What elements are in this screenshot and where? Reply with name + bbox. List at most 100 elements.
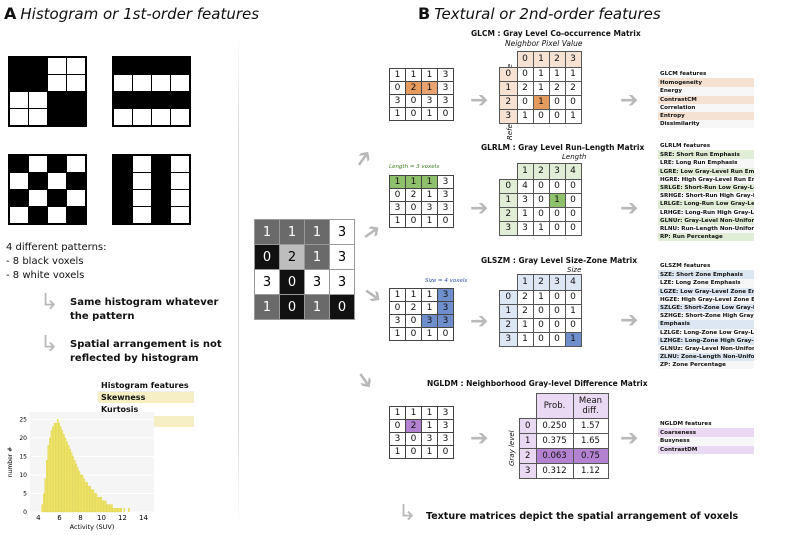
center-image-cell: 3 <box>329 269 355 295</box>
image-cell: 1 <box>389 68 406 82</box>
matrix-row-header: 3 <box>499 220 518 236</box>
feature-item: ContrastDM <box>658 445 754 454</box>
matrix-header: Prob. <box>535 393 574 419</box>
histogram-bar <box>109 504 112 513</box>
pattern-1 <box>8 56 87 127</box>
matrix-cell: 2 <box>516 289 534 305</box>
histogram-bar <box>128 508 130 513</box>
feature-item: GLNUr: Gray-Level Non-Uniformity for run <box>658 216 754 225</box>
matrix-cell: 1 <box>564 108 582 124</box>
histogram-bar <box>66 441 68 513</box>
glszm-title: GLSZM : Gray Level Size-Zone Matrix <box>481 256 638 265</box>
feature-list-header: GLSZM features <box>658 262 754 272</box>
histogram-bar <box>58 422 61 513</box>
glszm-size-label: Size <box>567 266 582 274</box>
histogram-bar <box>87 485 90 513</box>
histogram-bar <box>49 437 51 513</box>
x-tick-label: 4 <box>36 514 41 522</box>
arrow-icon: ↳ <box>40 332 59 357</box>
matrix-row-header: 3 <box>499 331 518 347</box>
histogram-bar <box>114 508 116 513</box>
matrix-row-header: 2 <box>499 94 518 110</box>
pattern-2 <box>112 56 191 127</box>
matrix-cell: 0 <box>532 108 550 124</box>
image-cell: 0 <box>437 445 454 459</box>
image-cell: 1 <box>389 214 406 228</box>
center-image-cell: 1 <box>254 219 280 245</box>
histogram-bar <box>120 508 123 513</box>
feature-item: LRHGE: Long-Run High Gray-Level Emphasis <box>658 208 754 217</box>
matrix-cell: 0 <box>532 303 550 319</box>
glrlm-title: GLRLM : Gray Level Run-Length Matrix <box>481 143 645 152</box>
matrix-cell: 1.65 <box>572 433 609 449</box>
image-cell: 3 <box>437 406 454 420</box>
matrix-cell: 1 <box>564 331 582 347</box>
histogram-bar <box>123 508 126 513</box>
histogram-bar <box>50 430 53 513</box>
center-image-cell: 0 <box>329 294 355 320</box>
histogram-bar <box>108 504 110 513</box>
matrix-cell: 1 <box>516 317 534 333</box>
matrix-row-header: 1 <box>519 433 537 449</box>
feature-list-header: GLRLM features <box>658 142 754 152</box>
matrix-header: 1 <box>516 274 534 291</box>
histogram-bar <box>53 422 56 513</box>
arrow-icon: ➔ <box>357 280 388 312</box>
histogram-bar <box>67 445 70 513</box>
matrix-cell: 0 <box>532 317 550 333</box>
matrix-cell: 0 <box>564 178 582 194</box>
matrix-cell: 0.375 <box>535 433 574 449</box>
histogram-bar <box>103 500 105 513</box>
histogram-bar <box>84 482 87 513</box>
glszm-size-note: Size = 4 voxels <box>425 278 468 284</box>
matrix-row-header: 2 <box>499 317 518 333</box>
histogram-bar <box>63 434 65 513</box>
feature-item: LRLGE: Long-Run Low Gray-Level Emphasis <box>658 200 754 209</box>
matrix-cell: 1 <box>564 66 582 82</box>
matrix-cell: 1 <box>532 94 550 110</box>
arrow-icon: ➔ <box>620 426 639 451</box>
feature-list-header: GLCM features <box>658 70 754 80</box>
center-image-cell: 3 <box>304 269 330 295</box>
histogram-bar <box>41 504 43 513</box>
glcm-title: GLCM : Gray Level Co-occurrence Matrix <box>471 29 641 38</box>
histogram-bar <box>44 478 47 513</box>
image-cell: 1 <box>405 288 422 302</box>
y-axis-label: number # <box>7 447 14 477</box>
matrix-cell: 1 <box>516 206 534 222</box>
histogram-bar <box>46 459 48 513</box>
matrix-cell: 0 <box>548 94 566 110</box>
matrix-cell: 0 <box>564 94 582 110</box>
matrix-cell: 0 <box>548 317 566 333</box>
image-cell: 2 <box>405 81 422 95</box>
matrix-cell: 1 <box>564 303 582 319</box>
matrix-corner <box>500 275 518 291</box>
matrix-header: 2 <box>548 51 566 68</box>
histogram-bar <box>98 497 101 513</box>
image-cell: 0 <box>405 94 422 108</box>
arrow-icon: ➔ <box>470 88 489 113</box>
histogram-features-header: Histogram features <box>98 380 194 392</box>
matrix-header: 0 <box>516 51 534 68</box>
image-cell: 3 <box>437 301 454 315</box>
matrix-corner <box>520 394 537 419</box>
image-cell: 2 <box>405 419 422 433</box>
matrix-cell: 0 <box>548 108 566 124</box>
image-cell: 3 <box>437 432 454 446</box>
y-tick-label: 10 <box>19 472 27 479</box>
matrix-cell: 1 <box>548 66 566 82</box>
matrix-cell: 2 <box>516 303 534 319</box>
feature-item: LRE: Long Run Emphasis <box>658 159 754 168</box>
histogram-bar <box>100 497 102 513</box>
feature-item: Emphasis <box>658 320 754 329</box>
image-cell: 1 <box>421 445 438 459</box>
matrix-cell: 0 <box>516 94 534 110</box>
